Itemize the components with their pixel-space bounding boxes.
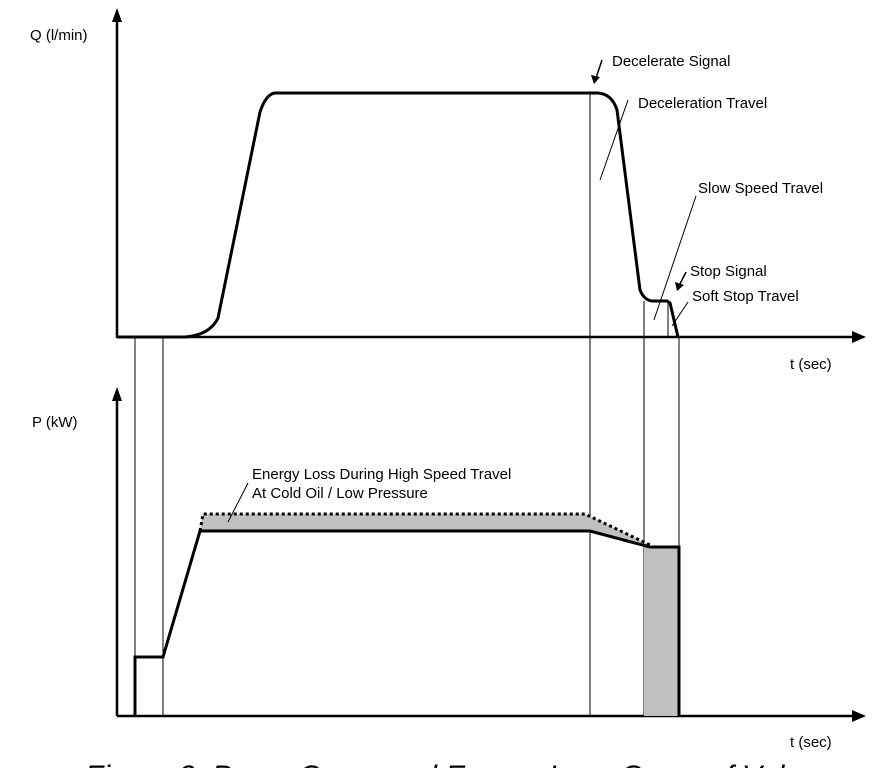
lower-chart: P (kW) t (sec) Energy Loss During High S… xyxy=(32,387,866,751)
slow-speed-travel-label: Slow Speed Travel xyxy=(698,180,823,197)
deceleration-travel-leader xyxy=(599,99,629,181)
soft-stop-travel-label: Soft Stop Travel xyxy=(692,288,799,305)
guide-lines xyxy=(134,93,680,716)
flow-curve xyxy=(117,91,680,339)
soft-stop-travel-leader xyxy=(671,301,689,327)
deceleration-travel-label: Deceleration Travel xyxy=(638,95,767,112)
upper-x-arrow xyxy=(852,331,866,343)
energy-loss-region-slow-speed xyxy=(644,547,679,716)
upper-chart: Q (l/min) t (sec) Decelerate Signal Dece… xyxy=(30,8,866,373)
cold-oil-power-curve xyxy=(198,512,651,547)
stop-signal-arrowhead xyxy=(675,282,684,291)
decelerate-signal-arrowhead xyxy=(591,75,600,84)
stop-signal-label: Stop Signal xyxy=(690,263,767,280)
stop-signal-arrow xyxy=(679,271,687,285)
energy-loss-label-line1: Energy Loss During High Speed Travel xyxy=(252,466,511,483)
decelerate-signal-arrow xyxy=(595,59,603,79)
energy-loss-label-line2: At Cold Oil / Low Pressure xyxy=(252,485,428,502)
power-curve xyxy=(133,529,681,716)
energy-loss-leader xyxy=(227,482,249,523)
upper-y-arrow xyxy=(112,8,122,22)
figure-caption: Figure 3: Pump Curve and Energy Loss Cur… xyxy=(85,760,816,768)
decelerate-signal-label: Decelerate Signal xyxy=(612,53,730,70)
lower-x-arrow xyxy=(852,710,866,722)
upper-x-label: t (sec) xyxy=(790,356,832,373)
lower-y-arrow xyxy=(112,387,122,401)
upper-y-label: Q (l/min) xyxy=(30,27,88,44)
lower-x-label: t (sec) xyxy=(790,734,832,751)
lower-y-label: P (kW) xyxy=(32,414,78,431)
slow-speed-travel-leader xyxy=(653,195,697,321)
